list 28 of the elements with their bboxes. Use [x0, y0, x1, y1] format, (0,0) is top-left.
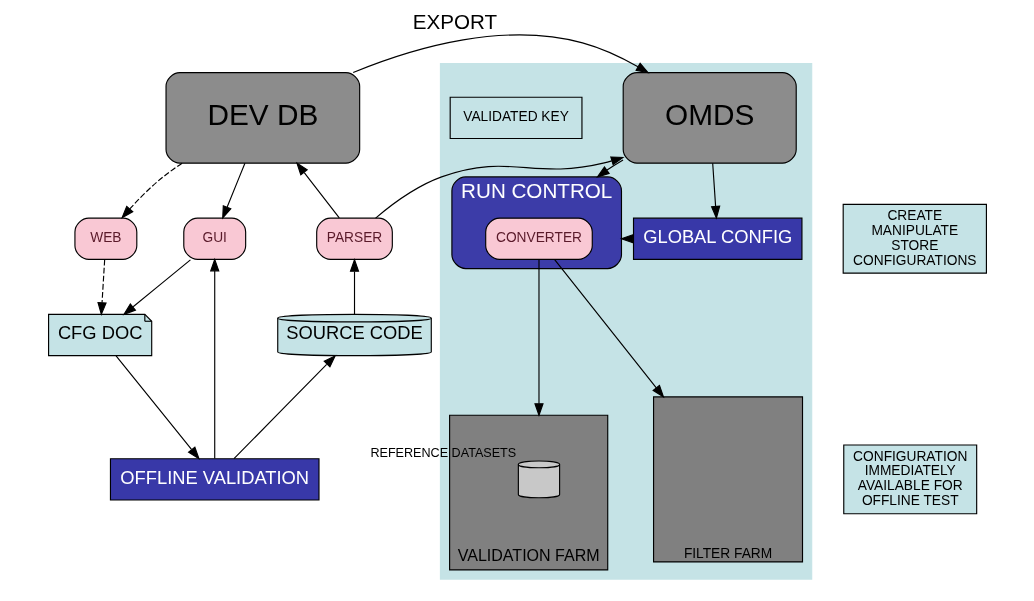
arrow	[96, 259, 107, 317]
node-label: REFERENCE DATASETS	[369, 446, 516, 461]
arrow	[352, 34, 649, 74]
node-box: CONFIGURATION IMMEDIATELY AVAILABLE FOR OFFLINE TEST	[842, 444, 977, 515]
arrow	[374, 156, 625, 219]
node-box: CREATE MANIPULATE STORE CONFIGURATIONS	[842, 203, 987, 274]
node-box: OFFLINE VALIDATION	[109, 458, 320, 501]
arrow	[710, 162, 720, 220]
arrow	[595, 159, 624, 178]
arrow	[295, 161, 340, 219]
arrow	[120, 162, 183, 219]
edge-label: EXPORT	[412, 10, 497, 34]
node-box: PARSER	[315, 217, 393, 260]
node-box: WEB	[73, 217, 137, 260]
node-box: VALIDATED KEY	[449, 96, 583, 140]
node-box: FILTER FARM	[652, 396, 803, 563]
node-box: GUI	[182, 217, 246, 260]
arrow	[533, 258, 544, 417]
node-box: DEV DB	[164, 72, 360, 164]
arrow	[209, 257, 220, 460]
arrow	[122, 259, 191, 316]
node-box: OMDS	[622, 72, 797, 164]
arrow	[232, 354, 336, 460]
arrow	[553, 258, 665, 399]
node-box: CONVERTER	[484, 217, 593, 260]
arrow	[349, 258, 359, 315]
arrow	[115, 355, 200, 460]
arrow	[221, 162, 245, 220]
